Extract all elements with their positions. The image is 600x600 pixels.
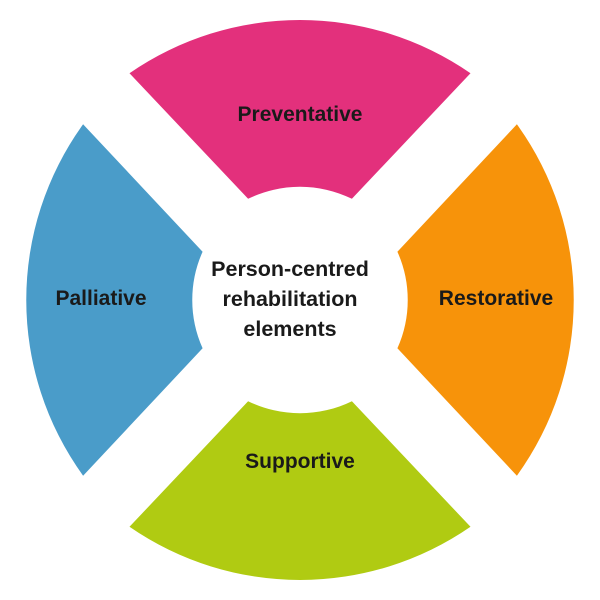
segment-palliative — [26, 124, 203, 476]
center-title-line-2: rehabilitation — [222, 287, 358, 311]
segment-preventative — [129, 20, 471, 199]
center-title-line-3: elements — [243, 317, 337, 341]
segment-label-palliative: Palliative — [55, 287, 147, 310]
segment-label-restorative: Restorative — [438, 287, 554, 310]
segment-restorative — [397, 124, 574, 476]
center-title-line-1: Person-centred — [211, 257, 369, 281]
segment-supportive — [129, 401, 471, 580]
center-title: Person-centred rehabilitation elements — [190, 254, 390, 344]
segment-label-supportive: Supportive — [245, 450, 355, 473]
segment-label-preventative: Preventative — [237, 103, 363, 126]
